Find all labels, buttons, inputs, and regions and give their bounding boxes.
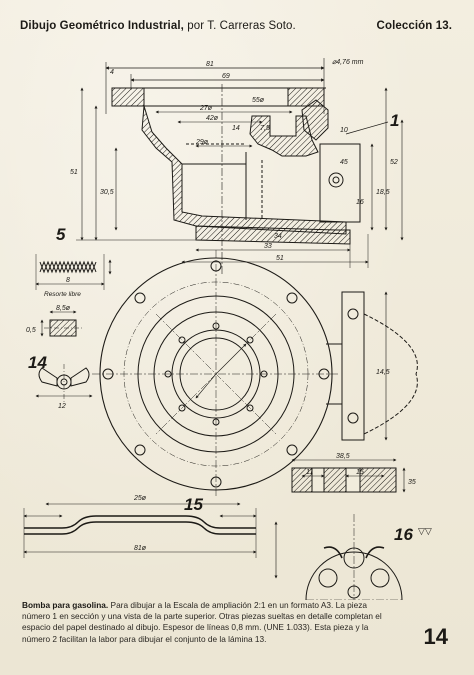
dim-85: 8,5ø	[56, 305, 71, 312]
dim-05: 0,5	[26, 327, 36, 334]
dim-25: 25ø	[133, 495, 147, 502]
label-part-5: 5	[56, 225, 66, 244]
dim-33: 33	[264, 243, 272, 250]
dim-4: 4	[110, 69, 114, 76]
dim-51-bottom: 51	[276, 255, 284, 262]
part-15-gasket	[23, 502, 257, 558]
dim-81b: 81ø	[134, 545, 147, 552]
dim-15: 15	[356, 469, 364, 476]
caption-title: Bomba para gasolina.	[22, 600, 109, 610]
label-part-16: 16	[394, 525, 413, 544]
dim-12: 12	[58, 403, 66, 410]
dim-35: 35	[408, 479, 416, 486]
technical-drawing: 1 5 14 15 16 Resorte libre 81 69 4 ⌀4,76…	[23, 58, 432, 600]
header-author: por T. Carreras Soto.	[187, 20, 296, 32]
label-part-14: 14	[28, 353, 47, 372]
dim-476: ⌀4,76 mm	[332, 59, 364, 66]
dim-10: 10	[340, 127, 348, 134]
part-5-spring	[35, 254, 112, 290]
label-resorte-libre: Resorte libre	[44, 291, 81, 298]
dim-145: 14,5	[376, 369, 390, 376]
caption: Bomba para gasolina. Para dibujar a la E…	[22, 600, 382, 645]
label-part-1: 1	[390, 111, 399, 130]
dim-69: 69	[222, 73, 230, 80]
label-part-16-mark: ▽▽	[418, 526, 432, 536]
dim-52: 52	[390, 159, 398, 166]
part-1-section-view	[76, 58, 404, 274]
dim-75: 7,5	[260, 125, 270, 132]
dim-8: 8	[66, 277, 70, 284]
dim-34: 34	[274, 233, 282, 240]
page-number: 14	[423, 624, 448, 649]
dim-11: 11	[306, 469, 313, 476]
dim-27: 27ø	[199, 105, 213, 112]
dim-14: 14	[232, 125, 240, 132]
header-collection: Colección 13.	[376, 20, 452, 32]
dim-81: 81	[206, 61, 214, 68]
header-title: Dibujo Geométrico Industrial,	[20, 20, 184, 32]
dim-55: 55ø	[252, 97, 265, 104]
dim-51-left: 51	[70, 169, 78, 176]
part-14-wing-nut	[35, 310, 93, 402]
part-1-top-view	[92, 250, 418, 498]
label-part-15: 15	[184, 495, 203, 514]
dim-385: 38,5	[336, 453, 350, 460]
caption-text: Para dibujar a la Escala de ampliación 2…	[22, 600, 382, 644]
dim-42: 42ø	[206, 115, 219, 122]
dim-305: 30,5	[100, 189, 114, 196]
dim-16: 16	[356, 199, 364, 206]
dim-45: 45	[340, 159, 348, 166]
part-16-valve	[274, 458, 406, 600]
dim-29: 29ø	[195, 139, 209, 146]
header-title-block: Dibujo Geométrico Industrial, por T. Car…	[20, 20, 296, 32]
page-header: Dibujo Geométrico Industrial, por T. Car…	[20, 20, 452, 38]
dim-185: 18,5	[376, 189, 390, 196]
